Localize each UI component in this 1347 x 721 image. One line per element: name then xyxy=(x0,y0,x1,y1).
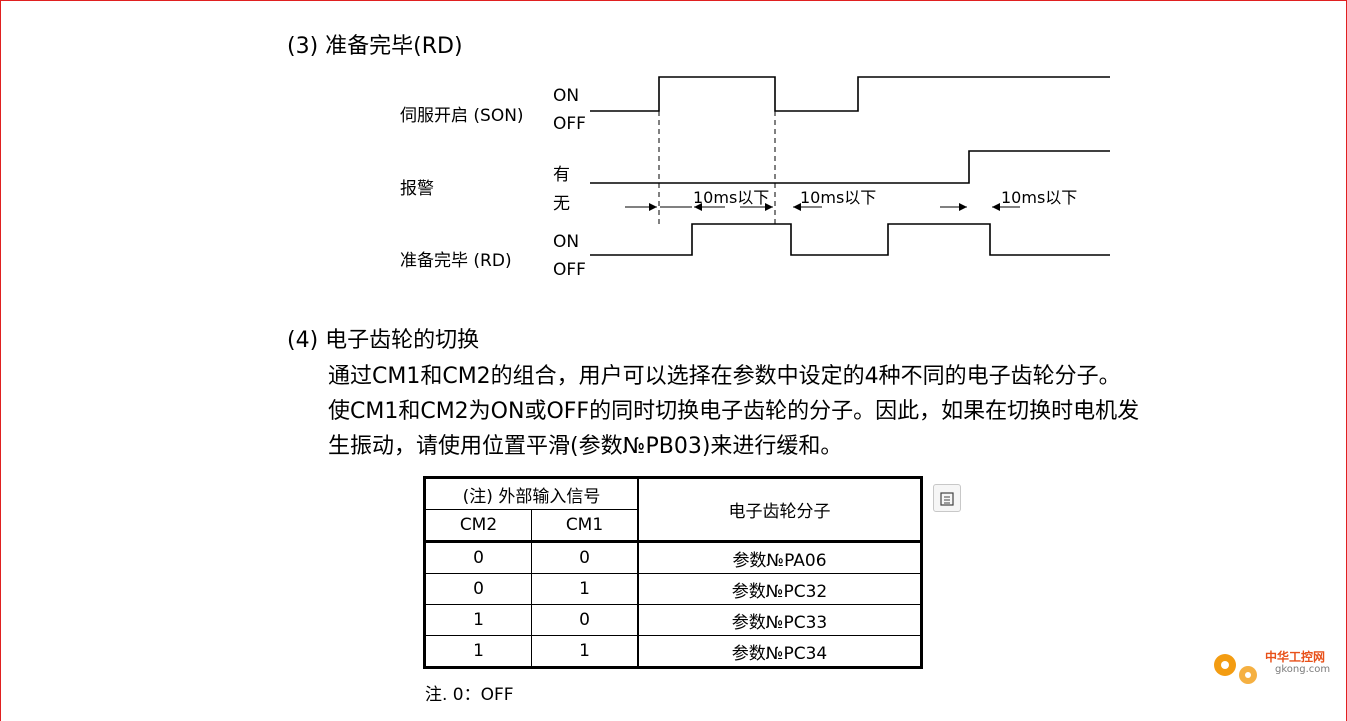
timing-diagram xyxy=(590,76,1110,256)
signal-son-low: OFF xyxy=(553,114,586,134)
input-signal-group-header: (注) 外部输入信号 xyxy=(424,477,639,510)
signal-alarm-high: 有 xyxy=(553,165,570,185)
watermark-name: 中华工控网 xyxy=(1265,650,1326,664)
cell-cm1: 0 xyxy=(531,540,639,574)
table-row: 1 1 参数№PC34 xyxy=(424,635,922,668)
signal-rd-low: OFF xyxy=(553,260,586,280)
signal-rd-high: ON xyxy=(553,232,580,252)
cell-cm2: 0 xyxy=(424,573,532,605)
electronic-gear-table: (注) 外部输入信号 电子齿轮分子 CM2 CM1 0 0 参数№PA06 0 … xyxy=(423,476,923,669)
cell-cm1: 0 xyxy=(531,604,639,636)
fit-page-icon[interactable] xyxy=(933,484,961,512)
table-row: 0 0 参数№PA06 xyxy=(424,540,922,574)
col-header-cm2: CM2 xyxy=(424,509,532,542)
table-note: 注. 0：OFF xyxy=(425,685,514,705)
rd-waveform xyxy=(590,223,1110,256)
watermark-url: gkong.com xyxy=(1275,664,1331,675)
cell-cm1: 1 xyxy=(531,635,639,668)
son-waveform xyxy=(590,76,1110,112)
delay-label-3: 10ms以下 xyxy=(1001,188,1078,207)
signal-alarm-low: 无 xyxy=(553,194,570,214)
signal-rd-label: 准备完毕 (RD) xyxy=(400,251,512,271)
cell-cm2: 1 xyxy=(424,635,532,668)
gear-numerator-header: 电子齿轮分子 xyxy=(637,477,922,542)
signal-son-high: ON xyxy=(553,86,580,106)
paragraph-line-1: 通过CM1和CM2的组合，用户可以选择在参数中设定的4种不同的电子齿轮分子。 xyxy=(328,364,1121,389)
cell-param: 参数№PC34 xyxy=(637,635,922,668)
table-row: 1 0 参数№PC33 xyxy=(424,604,922,636)
cell-param: 参数№PC33 xyxy=(637,604,922,636)
paragraph-line-3: 生振动，请使用位置平滑(参数№PB03)来进行缓和。 xyxy=(328,434,843,459)
signal-son-label: 伺服开启 (SON) xyxy=(400,106,524,126)
gear-logo-icon xyxy=(1214,654,1257,684)
cell-param: 参数№PA06 xyxy=(637,540,922,574)
cell-cm1: 1 xyxy=(531,573,639,605)
cell-param: 参数№PC32 xyxy=(637,573,922,605)
paragraph-line-2: 使CM1和CM2为ON或OFF的同时切换电子齿轮的分子。因此，如果在切换时电机发 xyxy=(328,399,1140,424)
section3-heading: (3) 准备完毕(RD) xyxy=(287,34,463,59)
cell-cm2: 0 xyxy=(424,540,532,574)
col-header-cm1: CM1 xyxy=(531,509,639,542)
table-row: 0 1 参数№PC32 xyxy=(424,573,922,605)
signal-alarm-label: 报警 xyxy=(400,179,434,199)
section4-heading: (4) 电子齿轮的切换 xyxy=(287,328,480,353)
delay-label-1: 10ms以下 xyxy=(693,188,770,207)
delay-label-2: 10ms以下 xyxy=(800,188,877,207)
alarm-waveform xyxy=(590,150,1110,184)
cell-cm2: 1 xyxy=(424,604,532,636)
